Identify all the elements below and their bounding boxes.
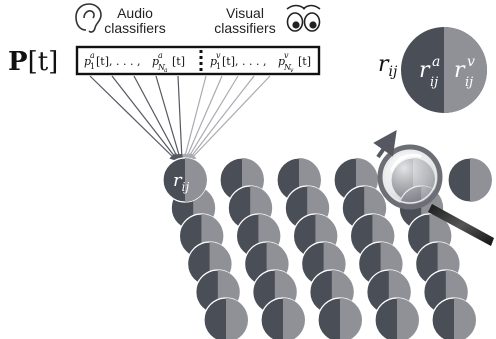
selected-disk: rij [162, 157, 208, 203]
selected-disk-label: rij [173, 170, 189, 194]
svg-text:v: v [290, 67, 294, 74]
svg-text:v: v [216, 51, 221, 60]
svg-text:1: 1 [216, 62, 221, 71]
probability-vector-box [75, 45, 321, 76]
svg-text:ij: ij [430, 75, 438, 90]
svg-text:N: N [157, 63, 166, 72]
magnifier-icon [377, 144, 494, 246]
visual-arrow [187, 75, 255, 162]
audio-arrow [155, 75, 183, 162]
visual-caption-line1: Visual [226, 5, 264, 21]
visual-arrow [184, 75, 223, 162]
vector-arg: [t] [28, 47, 59, 77]
svg-text:[t], . . . ,: [t], . . . , [96, 55, 140, 68]
audio-caption-line1: Audio [117, 5, 153, 21]
zoomed-visual-label: r [454, 58, 466, 83]
svg-text:[t], . . . ,: [t], . . . , [222, 55, 266, 68]
visual-probabilities: p v 1 [t], . . . , p v N v [t] [210, 51, 311, 74]
svg-text:ij: ij [465, 75, 473, 90]
grid-disk [447, 157, 493, 203]
audio-arrow [133, 75, 180, 162]
svg-text:p: p [152, 55, 159, 68]
eyes-icon [286, 4, 321, 32]
grid-disk [317, 297, 363, 339]
visual-arrow [181, 75, 207, 162]
grid-disk [374, 297, 420, 339]
grid-disk [203, 297, 249, 339]
svg-text:p: p [210, 55, 217, 68]
svg-text:[t]: [t] [298, 55, 311, 68]
grid-disk [431, 297, 477, 339]
visual-arrow [189, 75, 271, 162]
svg-text:[t]: [t] [172, 55, 185, 68]
svg-text:a: a [158, 51, 163, 60]
svg-text:v: v [284, 51, 289, 60]
svg-text:a: a [432, 54, 440, 70]
visual-caption-line2: classifiers [214, 20, 275, 36]
ear-icon [75, 3, 102, 33]
visual-arrow [186, 75, 239, 162]
audio-arrow [177, 75, 186, 162]
fan-in-arrows [89, 75, 271, 162]
audio-arrow [89, 75, 178, 162]
svg-text:P[t]: P[t] [8, 47, 58, 77]
vector-name: P [8, 47, 28, 77]
zoomed-disk: r a ij r v ij [401, 27, 487, 113]
svg-text:p: p [278, 55, 285, 68]
grid-disk [260, 297, 306, 339]
zoomed-audio-label: r [419, 58, 431, 83]
zoom-arrow [373, 130, 397, 159]
audio-caption-line2: classifiers [104, 20, 165, 36]
svg-text:a: a [164, 67, 168, 74]
svg-text:a: a [90, 51, 95, 60]
audio-probabilities: p a 1 [t], . . . , p a N a [t] [84, 51, 185, 74]
audio-arrow [111, 75, 179, 162]
svg-text:1: 1 [90, 62, 95, 71]
zoom-label: rij [378, 52, 398, 80]
reliability-grid [170, 157, 493, 339]
svg-text:p: p [84, 55, 91, 68]
svg-text:v: v [467, 54, 475, 70]
svg-text:N: N [283, 63, 292, 72]
